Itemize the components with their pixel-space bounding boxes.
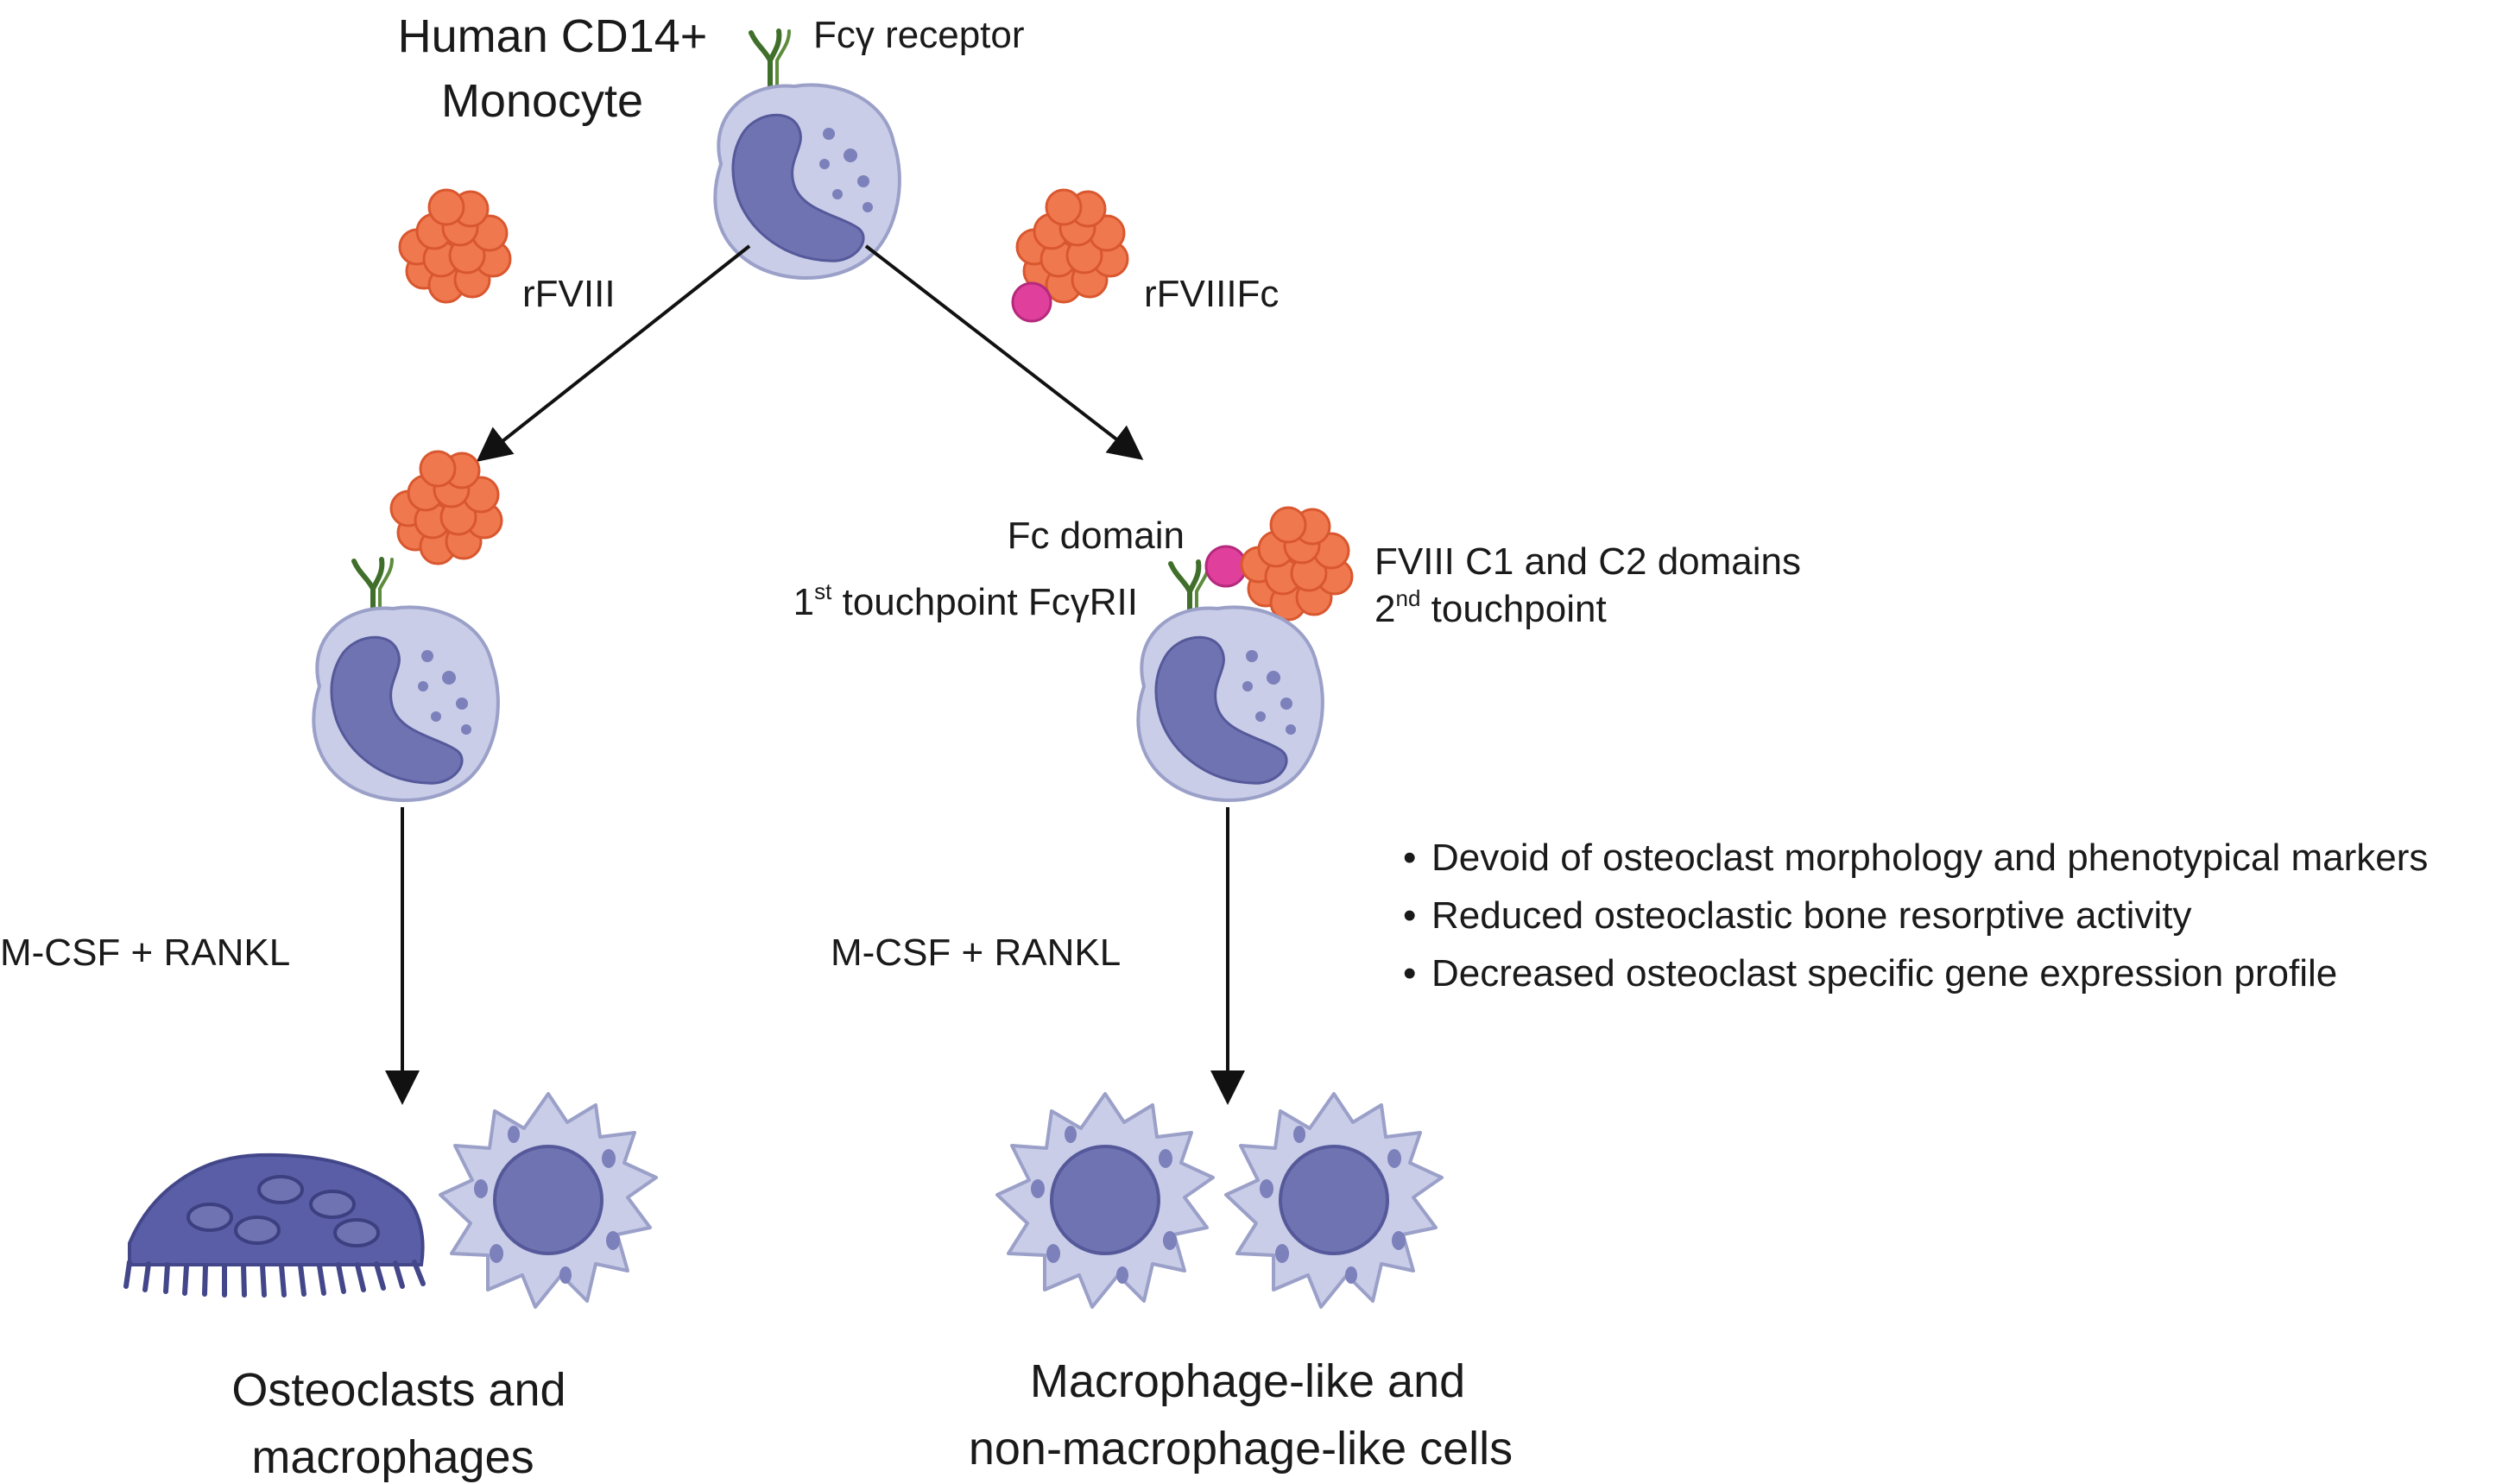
right-treatment-label: M-CSF + RANKL (831, 931, 1121, 974)
monocyte-title-line1: Human CD14+ (398, 10, 708, 62)
right-monocyte-icon (1136, 605, 1324, 802)
rfviiifc-protein-icon (1011, 188, 1129, 323)
bullet-marker: • (1403, 894, 1416, 937)
fc-domain-label: Fc domain (1008, 515, 1185, 557)
right-macrophage-icon-1 (995, 1092, 1215, 1309)
top-monocyte-group: Human CD14+ Monocyte Fcγ receptor (398, 10, 1025, 280)
rfviii-label: rFVIII (522, 273, 616, 315)
left-branch-arrow (476, 244, 751, 462)
right-outcome-line2: non-macrophage-like cells (969, 1423, 1513, 1475)
left-receptor-icon (354, 559, 392, 615)
right-outcome-line1: Macrophage-like and (1030, 1355, 1465, 1407)
left-bound-rfviii-icon (389, 450, 503, 565)
right-macrophage-icon-2 (1224, 1092, 1444, 1309)
osteoclast-cell-icon (123, 1152, 426, 1298)
effects-bullet-list: • Devoid of osteoclast morphology and ph… (1403, 837, 2428, 995)
rfviiifc-label: rFVIIIFc (1144, 273, 1279, 315)
bullet-marker: • (1403, 837, 1416, 879)
second-touchpoint-label: 2nd touchpoint (1374, 585, 1607, 630)
left-outcome-line1: Osteoclasts and (231, 1364, 566, 1416)
left-macrophage-icon (439, 1092, 658, 1309)
fc-gamma-receptor-icon (751, 31, 789, 86)
right-branch-arrow (864, 244, 1144, 460)
bullet-marker: • (1403, 952, 1416, 995)
bullet-item: Decreased osteoclast specific gene expre… (1431, 952, 2337, 995)
left-treatment-label: M-CSF + RANKL (0, 931, 290, 974)
left-outcome-line2: macrophages (251, 1431, 534, 1483)
left-monocyte-icon (312, 605, 500, 802)
fviii-domains-label: FVIII C1 and C2 domains (1374, 540, 1801, 583)
right-bound-fviii-icon (1240, 506, 1354, 622)
first-touchpoint-label: 1st touchpoint FcγRII (793, 578, 1138, 623)
fc-gamma-receptor-label: Fcγ receptor (813, 14, 1025, 56)
monocyte-title-line2: Monocyte (441, 75, 643, 127)
fc-domain-icon (1204, 545, 1248, 588)
bullet-item: Devoid of osteoclast morphology and phen… (1431, 837, 2428, 879)
bullet-item: Reduced osteoclastic bone resorptive act… (1431, 894, 2191, 937)
rfviii-protein-icon (398, 188, 512, 304)
